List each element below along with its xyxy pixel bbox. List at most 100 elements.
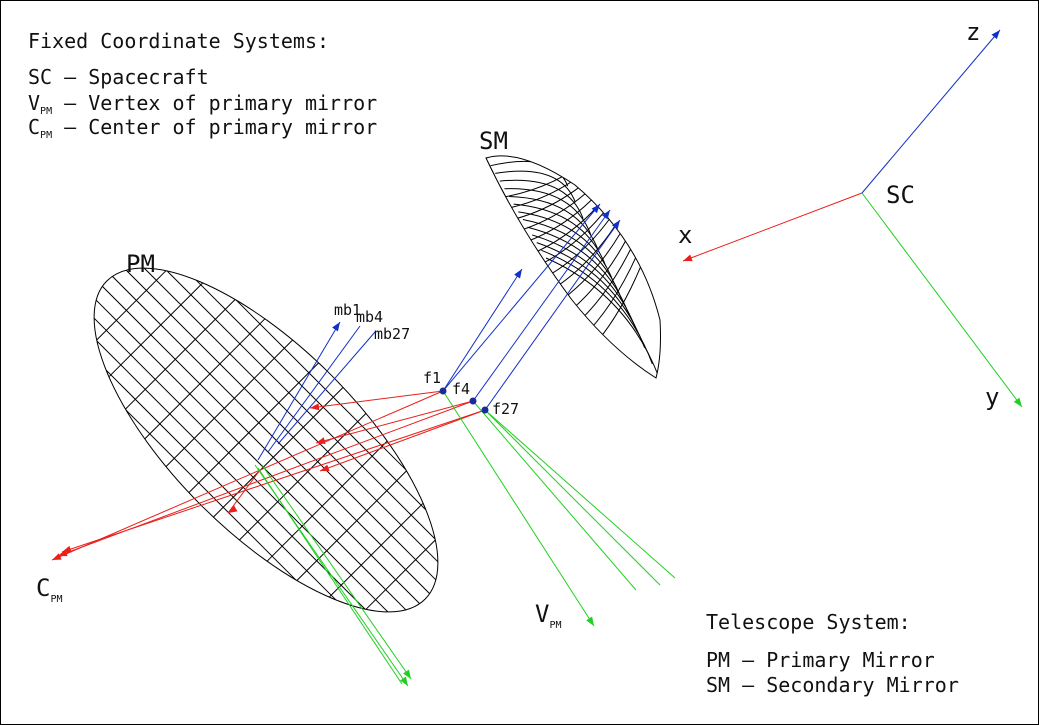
legend-sc-symbol: SC xyxy=(28,65,52,89)
green-line-vpm xyxy=(442,390,595,627)
diagram-labels: PM SM SC x y z CPM VPM mb1 mb4 mb27 f1 f… xyxy=(36,18,999,631)
sm-mesh-arc-a xyxy=(527,226,630,316)
red-line-cpm-3-head xyxy=(62,545,72,553)
label-axis-x: x xyxy=(678,221,692,249)
focus-point-f27 xyxy=(481,406,489,414)
blue-ray-f27 xyxy=(484,219,621,411)
legend-cpm-subscript: PM xyxy=(40,130,52,141)
label-pm: PM xyxy=(126,250,155,278)
legend-vpm-desc: Vertex of primary mirror xyxy=(88,91,377,115)
sc-y-axis xyxy=(861,192,1023,408)
pm-mesh-line-u xyxy=(188,362,319,493)
green-line-pm-3 xyxy=(257,467,403,685)
blue-beam-mb27 xyxy=(277,331,376,445)
red-line-f27 xyxy=(319,409,486,472)
pm-mesh-line-v xyxy=(96,340,366,610)
legend-cpm-desc: Center of primary mirror xyxy=(88,115,377,139)
blue-beam-mb4 xyxy=(267,325,361,453)
sm-mesh-arc-a xyxy=(495,170,576,203)
legend-telescope-item-sm: SM – Secondary Mirror xyxy=(706,673,959,697)
blue-head-mb1 xyxy=(332,322,340,332)
green-line-f27b xyxy=(484,409,676,579)
red-head-f4 xyxy=(316,437,326,444)
red-head-f27 xyxy=(320,464,330,472)
label-axis-y: y xyxy=(985,383,999,411)
sc-z-axis xyxy=(861,29,1001,194)
sm-mesh-arc-a xyxy=(518,211,615,284)
sc-coordinate-system xyxy=(682,29,1023,408)
pm-mesh-line-v xyxy=(112,276,430,594)
label-mb4: mb4 xyxy=(356,308,383,326)
blue-head-f1b xyxy=(591,204,600,214)
pm-mesh-line-v xyxy=(102,286,420,604)
label-axis-z: z xyxy=(966,18,980,46)
green-head-pm-2 xyxy=(403,669,411,679)
pm-mesh-line-u xyxy=(296,470,407,581)
legend-fixed-item-vpm: VPM – Vertex of primary mirror xyxy=(28,91,377,117)
blue-head-f27 xyxy=(611,220,620,230)
label-v-pm: VPM xyxy=(535,600,562,631)
label-f4: f4 xyxy=(452,380,470,398)
legend-vpm-symbol: V xyxy=(28,91,40,115)
red-line-f1 xyxy=(309,390,444,409)
red-line-cpm-1 xyxy=(51,390,444,561)
red-head-f1 xyxy=(310,403,320,411)
pm-mesh-line-u xyxy=(266,440,388,562)
focus-point-f4 xyxy=(469,397,477,405)
pm-mesh-line-v xyxy=(95,299,407,611)
pm-mesh-line-u xyxy=(328,502,424,598)
green-head-pm-1 xyxy=(400,676,408,686)
sm-mesh-arc-a xyxy=(499,179,584,219)
pm-mesh-line-u xyxy=(165,339,293,467)
sc-y-axis-head xyxy=(1013,397,1022,407)
legend-telescope: Telescope System: PM – Primary Mirror SM… xyxy=(706,610,959,697)
red-head-vertex xyxy=(228,505,238,513)
pm-mesh-line-v xyxy=(125,409,297,581)
pm-mesh-line-u xyxy=(96,270,167,341)
label-c-pm: CPM xyxy=(36,574,63,605)
pm-mesh-line-v xyxy=(235,299,407,471)
pm-mesh-line-u xyxy=(213,387,344,518)
legend-fixed-item-cpm: CPM – Center of primary mirror xyxy=(28,115,377,141)
blue-head-f4 xyxy=(601,210,610,220)
sc-z-axis-head xyxy=(991,30,1000,40)
sm-mesh-arc-a xyxy=(532,234,638,332)
sm-mesh-arc-a xyxy=(504,188,592,235)
green-line-f4 xyxy=(472,400,637,591)
pm-mesh-line-u xyxy=(144,318,266,440)
blue-beam-mb1 xyxy=(257,321,341,461)
pm-mesh-line-v xyxy=(143,267,439,563)
blue-ray-f1 xyxy=(442,268,523,392)
pm-mesh-line-v xyxy=(125,269,437,581)
pm-mesh-line-u xyxy=(125,299,236,410)
legend-telescope-item-pm: PM – Primary Mirror xyxy=(706,648,935,672)
green-line-f27a xyxy=(484,409,661,586)
blue-ray-f1-head xyxy=(514,269,522,279)
pm-mesh-line-u xyxy=(239,413,367,541)
pm-mesh-line-v xyxy=(105,369,337,601)
red-line-f4 xyxy=(315,400,474,444)
focus-point-f1 xyxy=(439,387,447,395)
legend-cpm-symbol: C xyxy=(28,115,40,139)
legend-fixed-title: Fixed Coordinate Systems: xyxy=(28,29,329,53)
green-line-vpm-head xyxy=(586,616,594,626)
label-sc: SC xyxy=(886,181,915,209)
label-mb1: mb1 xyxy=(334,301,361,319)
legend-telescope-title: Telescope System: xyxy=(706,610,911,634)
sm-mesh-arc-a xyxy=(513,203,607,268)
blue-ray-f1b xyxy=(442,203,601,392)
pm-mesh-line-v xyxy=(195,279,427,511)
legend-fixed: Fixed Coordinate Systems: SC – Spacecraf… xyxy=(28,29,377,141)
red-line-vertex xyxy=(227,469,261,514)
sc-x-axis-head xyxy=(683,254,693,262)
legend-sc-desc: Spacecraft xyxy=(88,65,208,89)
label-sm: SM xyxy=(479,127,508,155)
label-f27: f27 xyxy=(492,400,519,418)
legend-vpm-subscript: PM xyxy=(40,106,52,117)
blue-ray-f4 xyxy=(472,209,611,402)
green-line-pm-2 xyxy=(261,464,412,680)
label-f1: f1 xyxy=(423,369,441,387)
pm-mesh-line-u xyxy=(108,282,204,378)
